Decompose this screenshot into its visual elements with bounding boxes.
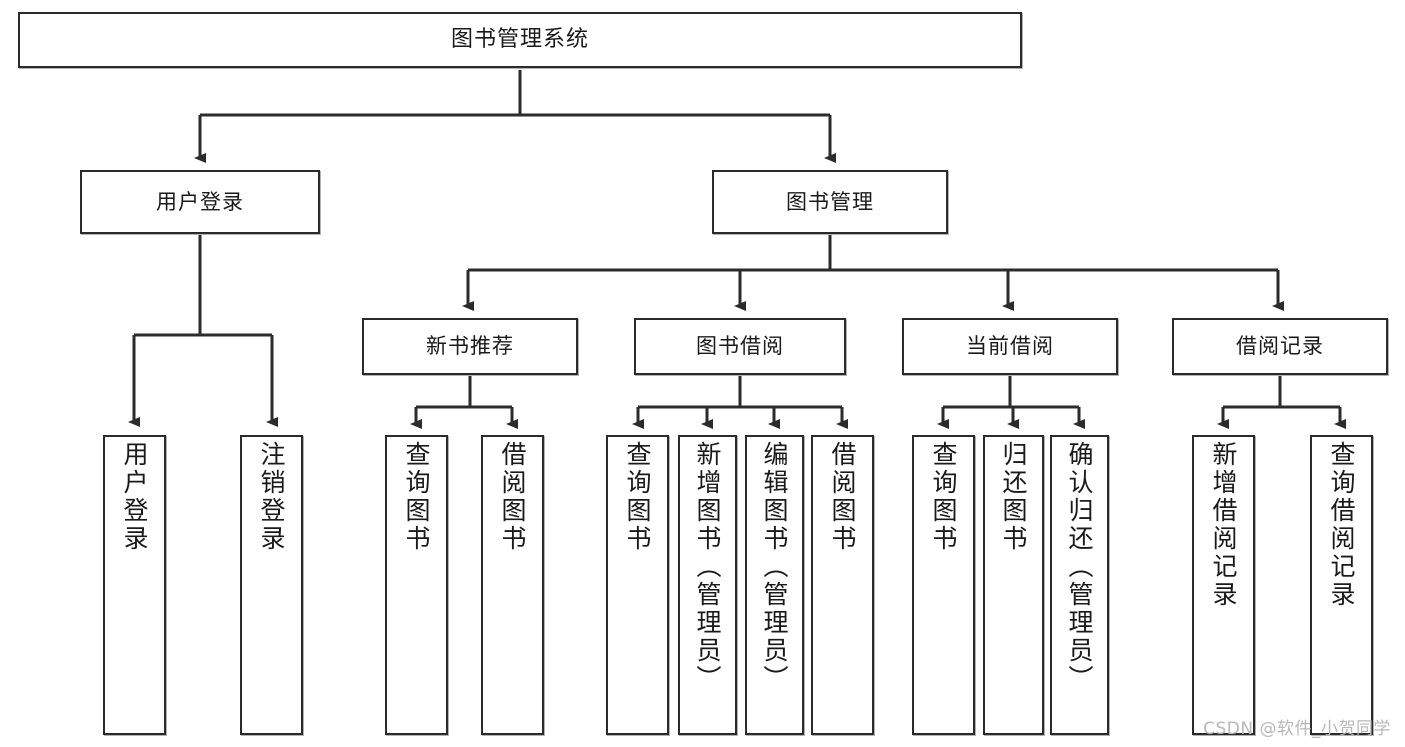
node-leaf-edit-book-label: 编辑图书（管理员） [760,441,789,693]
node-leaf-query-book-1-label: 查询图书 [402,441,431,553]
csdn-watermark: CSDN @软件_小贺同学 [1203,719,1391,739]
node-book-management-label: 图书管理 [786,189,874,214]
node-leaf-borrow-book-1-label: 借阅图书 [498,441,527,553]
node-book-management[interactable]: 图书管理 [712,170,948,234]
node-root-library-system[interactable]: 图书管理系统 [18,12,1022,68]
node-book-borrow-label: 图书借阅 [696,334,784,359]
node-leaf-add-book-label: 新增图书（管理员） [693,441,722,693]
node-book-borrow[interactable]: 图书借阅 [634,318,846,375]
node-leaf-query-book-2-label: 查询图书 [623,441,652,553]
node-root-label: 图书管理系统 [450,27,589,53]
node-leaf-query-book-3[interactable]: 查询图书 [912,435,975,735]
node-new-book-recommend-label: 新书推荐 [426,334,514,359]
node-leaf-add-borrow-record-label: 新增借阅记录 [1209,441,1238,609]
node-leaf-add-borrow-record[interactable]: 新增借阅记录 [1192,435,1255,735]
node-leaf-logout-login[interactable]: 注销登录 [240,435,303,735]
node-leaf-query-borrow-record[interactable]: 查询借阅记录 [1310,435,1373,735]
node-leaf-return-book[interactable]: 归还图书 [983,435,1044,735]
node-user-login-label: 用户登录 [156,189,244,214]
node-leaf-user-login[interactable]: 用户登录 [103,435,166,735]
node-leaf-borrow-book-1[interactable]: 借阅图书 [481,435,544,735]
node-leaf-user-login-label: 用户登录 [120,441,149,553]
node-leaf-borrow-book-2[interactable]: 借阅图书 [811,435,874,735]
node-leaf-add-book[interactable]: 新增图书（管理员） [678,435,737,735]
node-leaf-query-book-3-label: 查询图书 [929,441,958,553]
node-borrow-record-label: 借阅记录 [1236,334,1324,359]
node-leaf-edit-book[interactable]: 编辑图书（管理员） [745,435,804,735]
node-leaf-confirm-return-label: 确认归还（管理员） [1065,441,1094,693]
node-user-login[interactable]: 用户登录 [80,170,320,234]
node-leaf-query-book-1[interactable]: 查询图书 [385,435,448,735]
node-leaf-query-borrow-record-label: 查询借阅记录 [1327,441,1356,609]
node-leaf-borrow-book-2-label: 借阅图书 [828,441,857,553]
node-leaf-query-book-2[interactable]: 查询图书 [606,435,669,735]
node-current-borrow[interactable]: 当前借阅 [902,318,1118,375]
node-leaf-confirm-return[interactable]: 确认归还（管理员） [1050,435,1109,735]
node-borrow-record[interactable]: 借阅记录 [1172,318,1388,375]
node-leaf-logout-login-label: 注销登录 [257,441,286,553]
node-current-borrow-label: 当前借阅 [966,334,1054,359]
node-new-book-recommend[interactable]: 新书推荐 [362,318,578,375]
node-leaf-return-book-label: 归还图书 [999,441,1028,553]
